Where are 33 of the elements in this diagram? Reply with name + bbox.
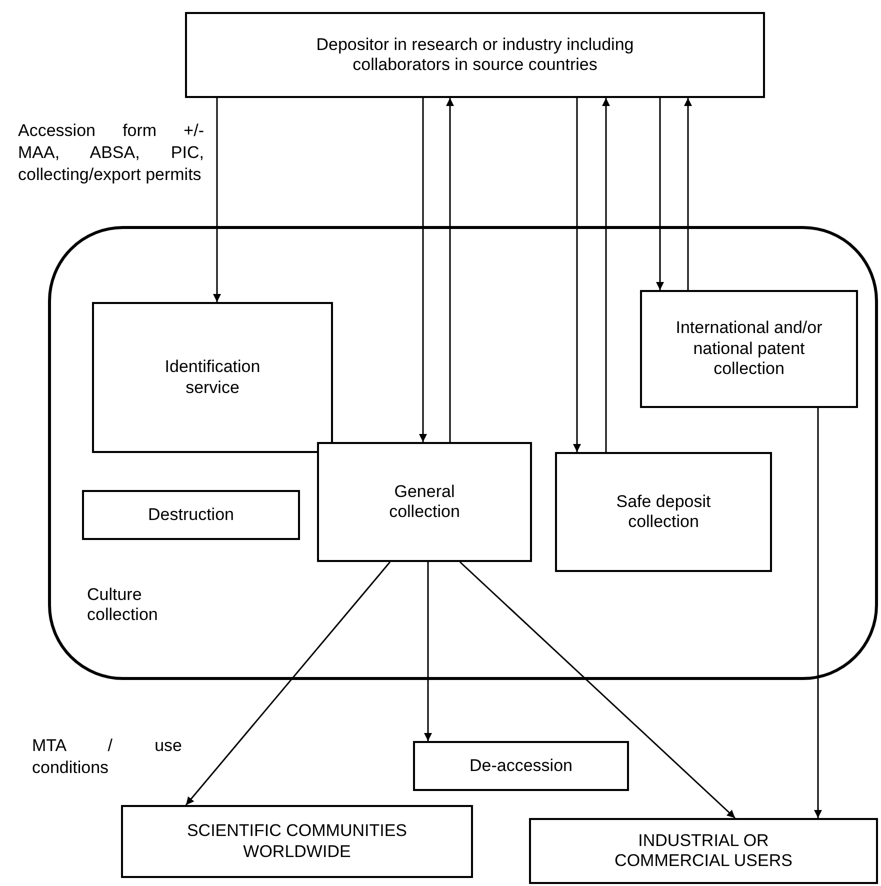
process-box <box>529 818 878 884</box>
process-box <box>413 741 629 791</box>
arrow <box>185 562 391 806</box>
arrow <box>684 98 692 290</box>
node-label: INDUSTRIAL OR COMMERCIAL USERS <box>614 830 794 872</box>
arrow <box>459 561 736 819</box>
node-label: Safe deposit collection <box>615 492 712 532</box>
edge-label: MTA / use conditions <box>32 735 182 780</box>
node-label: General collection <box>388 482 461 522</box>
node-label: De-accession <box>470 756 572 776</box>
arrow <box>814 408 822 818</box>
process-box <box>185 12 765 98</box>
arrow <box>602 98 610 452</box>
process-box <box>640 290 858 408</box>
node-label: Destruction <box>148 504 234 526</box>
node-label: SCIENTIFIC COMMUNITIES WORLDWIDE <box>186 821 408 862</box>
node-label: International and/or national patent collection <box>674 318 824 380</box>
process-box <box>82 490 300 540</box>
arrow <box>446 98 454 442</box>
edge-label: Accession form +/- MAA, ABSA, PIC, collecting/export permits <box>18 120 204 186</box>
node-label: Identification service <box>164 357 262 398</box>
process-box <box>317 442 532 562</box>
arrow <box>419 98 427 442</box>
process-box <box>121 805 473 878</box>
rounded-group-box <box>48 226 878 680</box>
arrow <box>573 98 581 452</box>
node-label: Depositor in research or industry including collaborators in source countries <box>315 34 635 76</box>
group-heading: Culture collection <box>87 585 159 626</box>
process-box <box>92 302 333 453</box>
process-box <box>555 452 772 572</box>
arrow <box>213 98 221 302</box>
arrow <box>424 562 432 741</box>
arrow <box>656 98 664 290</box>
